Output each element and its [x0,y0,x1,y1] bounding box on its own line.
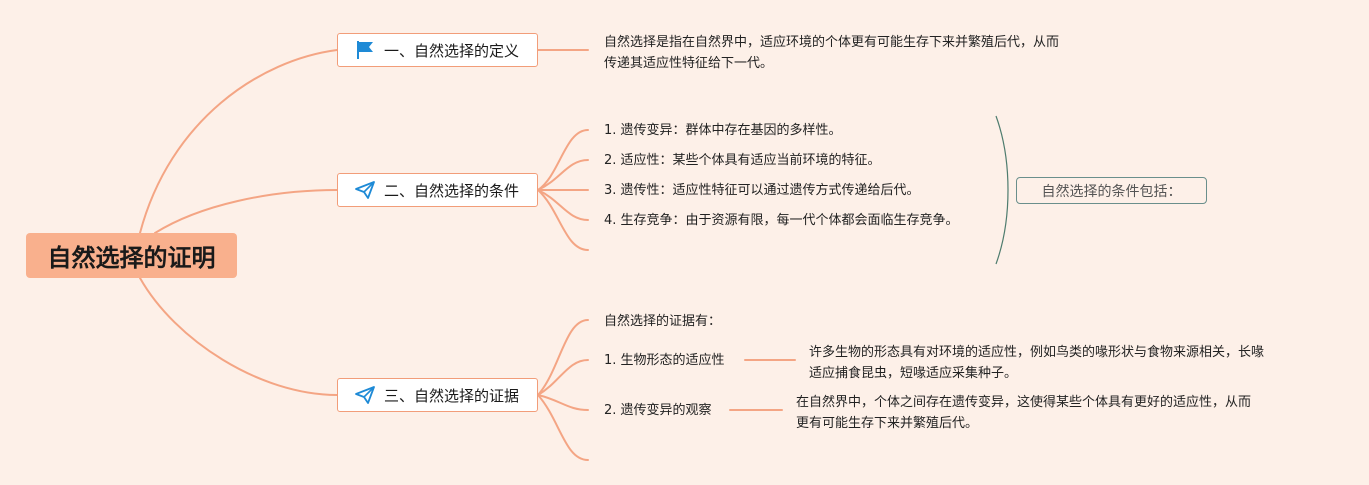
evidence-intro[interactable]: 自然选择的证据有： [604,314,722,329]
root-title: 自然选择的证明 [47,244,216,272]
flag-icon [357,41,373,59]
evidence-1-detail-line-2: 适应捕食昆虫，短喙适应采集种子。 [809,366,1018,381]
root-topic[interactable]: 自然选择的证明 [26,233,237,278]
branch-definition[interactable]: 一、自然选择的定义 [337,33,538,67]
link-root-branch-1 [139,49,338,234]
link-branch-3-evidence-intro [537,319,589,396]
definition-line-2: 传递其适应性特征给下一代。 [604,56,774,71]
condition-item-4[interactable]: 4. 生存竞争：由于资源有限，每一代个体都会面临生存竞争。 [604,213,959,228]
condition-item-1[interactable]: 1. 遗传变异：群体中存在基因的多样性。 [604,123,842,138]
paper-plane-icon [355,181,375,199]
link-branch-2-condition-end [537,189,589,251]
branch-definition-label: 一、自然选择的定义 [384,41,520,60]
evidence-item-1[interactable]: 1. 生物形态的适应性 [604,353,725,368]
link-branch-2-condition-4 [537,189,589,221]
evidence-2-detail-line-1: 在自然界中，个体之间存在遗传变异，这使得某些个体具有更好的适应性，从而 [796,395,1252,410]
definition-line-1: 自然选择是指在自然界中，适应环境的个体更有可能生存下来并繁殖后代，从而 [604,35,1060,50]
summary-bracket [995,115,1009,265]
link-root-branch-2 [154,189,338,234]
branch-conditions-label: 二、自然选择的条件 [384,181,520,200]
evidence-2-detail[interactable]: 在自然界中，个体之间存在遗传变异，这使得某些个体具有更好的适应性，从而 更有可能… [796,392,1251,434]
branch-evidence-label: 三、自然选择的证据 [384,386,520,405]
evidence-2-detail-line-2: 更有可能生存下来并繁殖后代。 [796,416,979,431]
link-branch-3-evidence-1 [537,359,589,396]
branch-evidence[interactable]: 三、自然选择的证据 [337,378,538,412]
condition-item-3[interactable]: 3. 遗传性：适应性特征可以通过遗传方式传递给后代。 [604,183,920,198]
evidence-1-detail[interactable]: 许多生物的形态具有对环境的适应性，例如鸟类的喙形状与食物来源相关，长喙 适应捕食… [809,342,1264,384]
evidence-item-2[interactable]: 2. 遗传变异的观察 [604,403,712,418]
evidence-1-detail-line-1: 许多生物的形态具有对环境的适应性，例如鸟类的喙形状与食物来源相关，长喙 [809,345,1265,360]
condition-item-2[interactable]: 2. 适应性：某些个体具有适应当前环境的特征。 [604,153,881,168]
conditions-summary-label: 自然选择的条件包括： [1041,183,1182,200]
paper-plane-icon [355,386,375,404]
definition-text[interactable]: 自然选择是指在自然界中，适应环境的个体更有可能生存下来并繁殖后代，从而 传递其适… [604,32,1059,74]
link-branch-2-condition-1 [537,129,589,191]
conditions-summary[interactable]: 自然选择的条件包括： [1016,177,1207,204]
link-branch-3-evidence-2 [537,394,589,411]
branch-conditions[interactable]: 二、自然选择的条件 [337,173,538,207]
link-branch-2-condition-2 [537,159,589,191]
link-branch-3-evidence-end [537,394,589,461]
link-root-branch-3 [139,277,338,396]
